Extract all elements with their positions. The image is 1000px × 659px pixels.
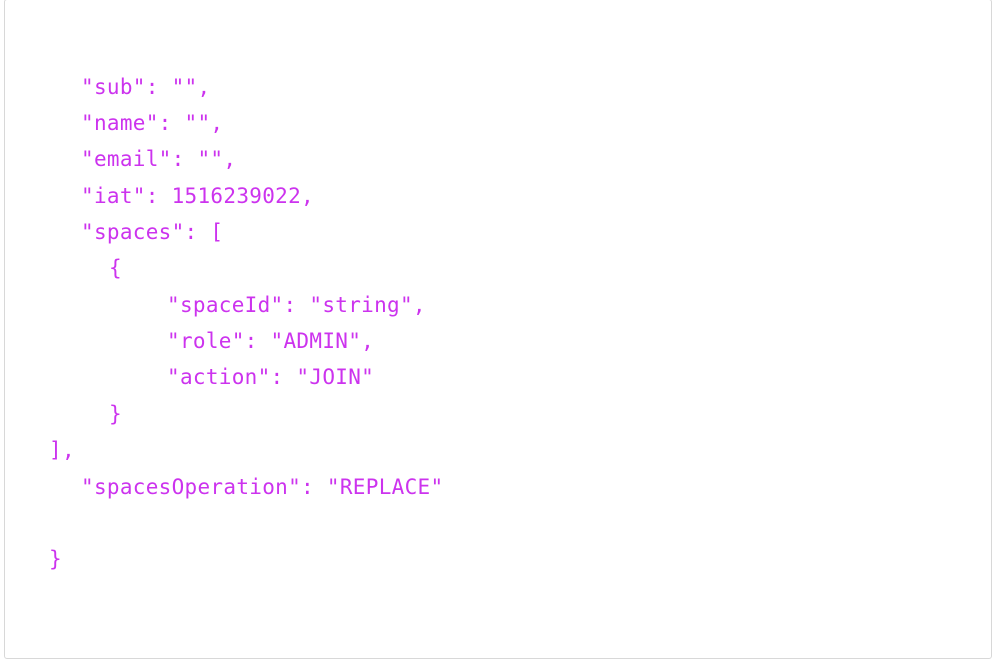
code-line-iat: "iat": 1516239022,	[81, 184, 314, 208]
code-line-object-open: {	[109, 256, 122, 280]
code-line-email: "email": "",	[81, 147, 237, 171]
code-line-root-close: }	[49, 547, 62, 571]
code-line-spaceid: "spaceId": "string",	[167, 293, 426, 317]
json-code-block: "sub": "", "name": "", "email": "", "iat…	[5, 0, 991, 658]
code-line-action: "action": "JOIN"	[167, 365, 375, 389]
code-panel: "sub": "", "name": "", "email": "", "iat…	[4, 0, 992, 659]
code-line-sub: "sub": "",	[81, 75, 211, 99]
code-line-spaces-operation: "spacesOperation": "REPLACE"	[81, 475, 444, 499]
code-line-array-close: ],	[49, 438, 75, 462]
code-line-spaces: "spaces": [	[81, 220, 224, 244]
code-line-role: "role": "ADMIN",	[167, 329, 375, 353]
code-line-object-close: }	[109, 402, 122, 426]
code-line-name: "name": "",	[81, 111, 224, 135]
